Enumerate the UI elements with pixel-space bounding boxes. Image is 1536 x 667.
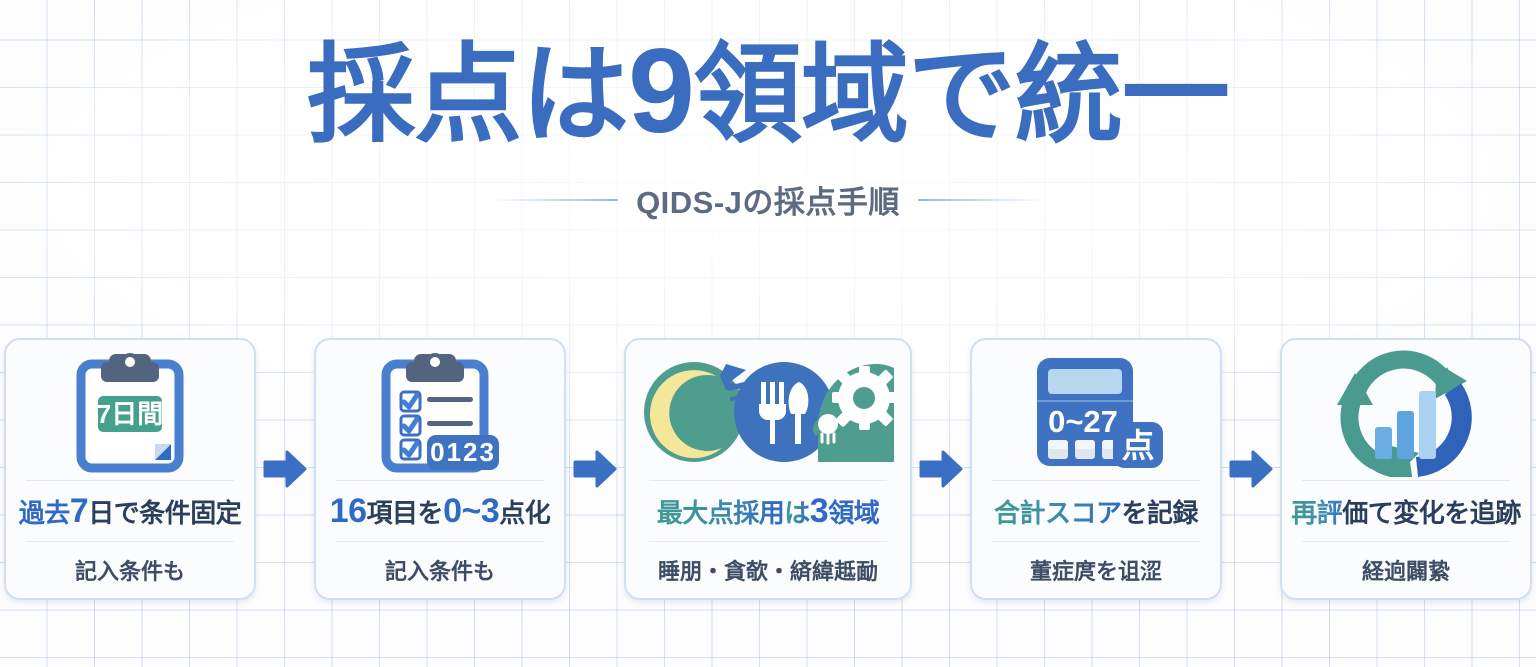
title-part: は xyxy=(784,493,810,530)
card-divider xyxy=(25,480,235,481)
card-divider xyxy=(648,480,888,481)
title-part: 項目を xyxy=(366,497,444,528)
card-subtitle: 董症庹を诅涩 xyxy=(1029,559,1162,584)
card-divider xyxy=(1301,480,1511,481)
title-part: 日で条件固定 xyxy=(88,497,242,528)
card-subtitle: 経逈闢絷 xyxy=(1361,559,1450,584)
card-divider xyxy=(1301,541,1511,542)
checklist-scoring-icon: 0123 xyxy=(316,340,564,480)
card-divider xyxy=(991,480,1201,481)
card-divider xyxy=(335,480,545,481)
title-part: 過去 xyxy=(18,497,71,528)
card-subtitle: 記入条件も xyxy=(74,559,185,584)
arrow-right-icon xyxy=(1222,338,1280,600)
arrow-right-icon xyxy=(912,338,970,600)
card-divider xyxy=(648,541,888,542)
title-part: 領域 xyxy=(828,497,880,528)
title-part-number: 3 xyxy=(809,491,829,530)
title-part-number: 0~3 xyxy=(443,491,500,530)
card-divider xyxy=(25,541,235,542)
card-title: 再評価て変化を追跡 xyxy=(1282,481,1530,541)
title-part: 再評 xyxy=(1291,493,1343,530)
page-subtitle: QIDS-Jの採点手順 xyxy=(636,185,900,221)
card-subtitle: 記入条件も xyxy=(384,559,495,584)
title-part-number: 16 xyxy=(329,491,367,530)
title-part: 価て変化を追跡 xyxy=(1342,497,1521,528)
flow-step-card-4[interactable]: 0~27 点 合計スコアを記録 董症庹を诅涩 xyxy=(970,338,1222,600)
page-title: 採点は9領域で統一 xyxy=(0,27,1536,155)
title-part: 点化 xyxy=(499,497,551,528)
icon-badge-unit: 点 xyxy=(1122,427,1155,464)
sleep-appetite-psychomotor-icon xyxy=(626,340,910,480)
arrow-right-icon xyxy=(256,338,314,600)
title-part: 合計スコア xyxy=(994,493,1122,530)
title-tail: 領域で統一 xyxy=(693,34,1230,155)
card-divider xyxy=(335,541,545,542)
header: 採点は9領域で統一 QIDS-Jの採点手順 xyxy=(0,27,1536,222)
title-part-number: 7 xyxy=(69,491,89,530)
title-part: 最大点採用 xyxy=(657,493,785,530)
title-number: 9 xyxy=(628,24,695,158)
calculator-total-score-icon: 0~27 点 xyxy=(972,340,1220,480)
title-lead: 採点は xyxy=(307,34,629,155)
flow-step-card-5[interactable]: 再評価て変化を追跡 経逈闢絷 xyxy=(1280,338,1532,600)
icon-badge-label: 7日間 xyxy=(97,399,163,429)
cycle-progress-chart-icon xyxy=(1282,340,1530,480)
card-title: 合計スコアを記録 xyxy=(972,481,1220,541)
card-subtitle: 睡朋・貪欹・緕緯趆勔 xyxy=(657,559,878,584)
icon-badge-label: 0~27 xyxy=(1048,404,1118,439)
icon-badge-label: 0123 xyxy=(430,437,496,467)
subtitle-rule-right xyxy=(917,198,1046,201)
title-part: を記録 xyxy=(1121,497,1199,528)
clipboard-seven-days-icon: 7日間 xyxy=(6,340,254,480)
arrow-right-icon xyxy=(566,338,624,600)
subtitle-rule-left xyxy=(490,198,619,201)
card-divider xyxy=(991,541,1201,542)
subtitle-row: QIDS-Jの採点手順 xyxy=(0,177,1536,222)
